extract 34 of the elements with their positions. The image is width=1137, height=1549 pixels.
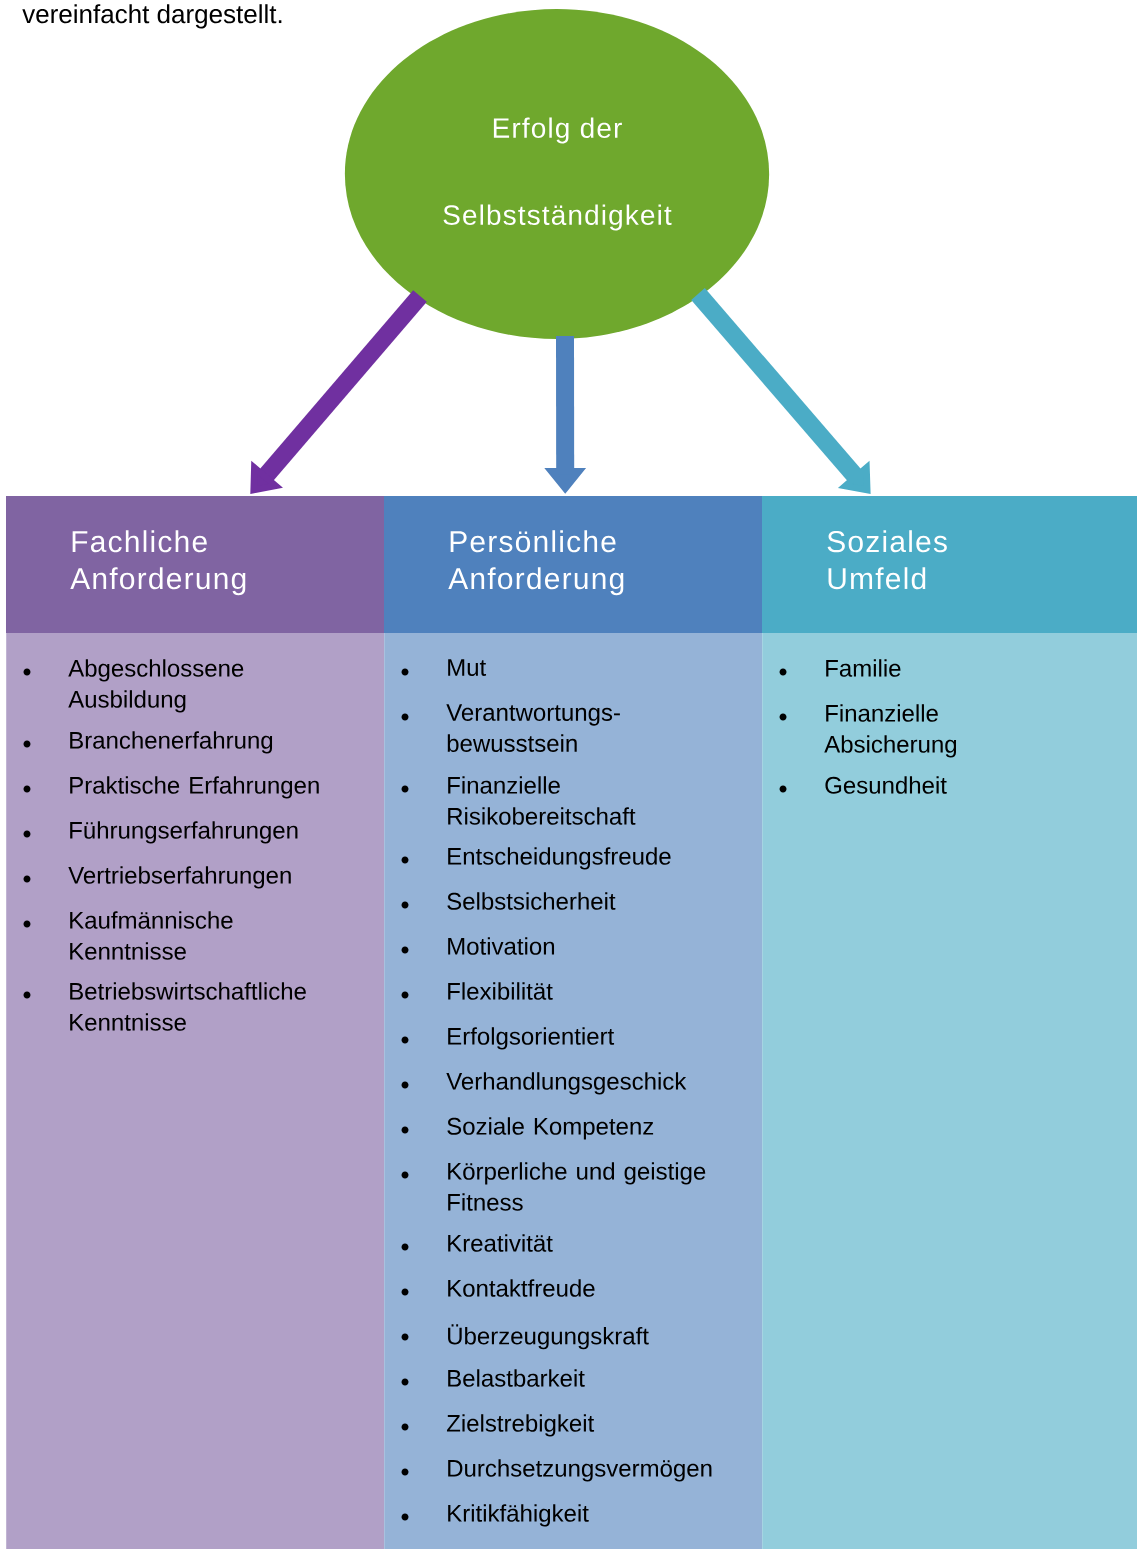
list-item: Praktische Erfahrungen <box>23 776 319 799</box>
list-item: Mut <box>401 659 487 676</box>
list-item: Abgeschlossene Ausbildung <box>23 659 244 713</box>
list-item: Finanzielle Absicherung <box>779 704 957 758</box>
list-item: Durchsetzungsvermögen <box>401 1459 712 1482</box>
block-arrow <box>691 288 871 494</box>
list-item: Soziale Kompetenz <box>401 1117 654 1140</box>
list-item: Finanzielle Risikobereitschaft <box>401 776 636 825</box>
list-item: Motivation <box>401 937 555 955</box>
list-item: Überzeugungskraft <box>401 1324 649 1350</box>
block-arrow <box>250 290 427 494</box>
list-item: Verhandlungsgeschick <box>401 1072 687 1095</box>
column-heading: Soziales Umfeld <box>827 530 947 590</box>
list-item: Körperliche und geistige Fitness <box>401 1162 706 1211</box>
text-line: vereinfacht dargestellt. <box>22 4 282 29</box>
column-heading: Fachliche Anforderung <box>70 530 246 596</box>
list-item: Führungserfahrungen <box>23 821 298 844</box>
list-item: Kontaktfreude <box>401 1279 595 1297</box>
list-item: Erfolgsorientiert <box>401 1027 615 1050</box>
list-item: Flexibilität <box>401 982 553 1000</box>
list-item: Kritikfähigkeit <box>401 1504 589 1527</box>
list-item: Vertriebserfahrungen <box>23 866 291 889</box>
list-item: Selbstsicherheit <box>401 892 616 910</box>
list-item: Belastbarkeit <box>401 1369 585 1387</box>
list-item: Kaufmännische Kenntnisse <box>23 911 233 960</box>
list-item: Betriebswirtschaftliche Kenntnisse <box>23 982 306 1031</box>
column-heading: Persönliche Anforderung <box>448 530 624 596</box>
list-item: Verantwortungs- bewusstsein <box>401 704 620 752</box>
list-item: Zielstrebigkeit <box>401 1414 595 1437</box>
list-item: Kreativität <box>401 1234 553 1252</box>
list-item: Familie <box>779 659 901 677</box>
list-item: Gesundheit <box>779 776 947 794</box>
list-item: Entscheidungsfreude <box>401 847 671 870</box>
list-item: Branchenerfahrung <box>23 731 273 754</box>
